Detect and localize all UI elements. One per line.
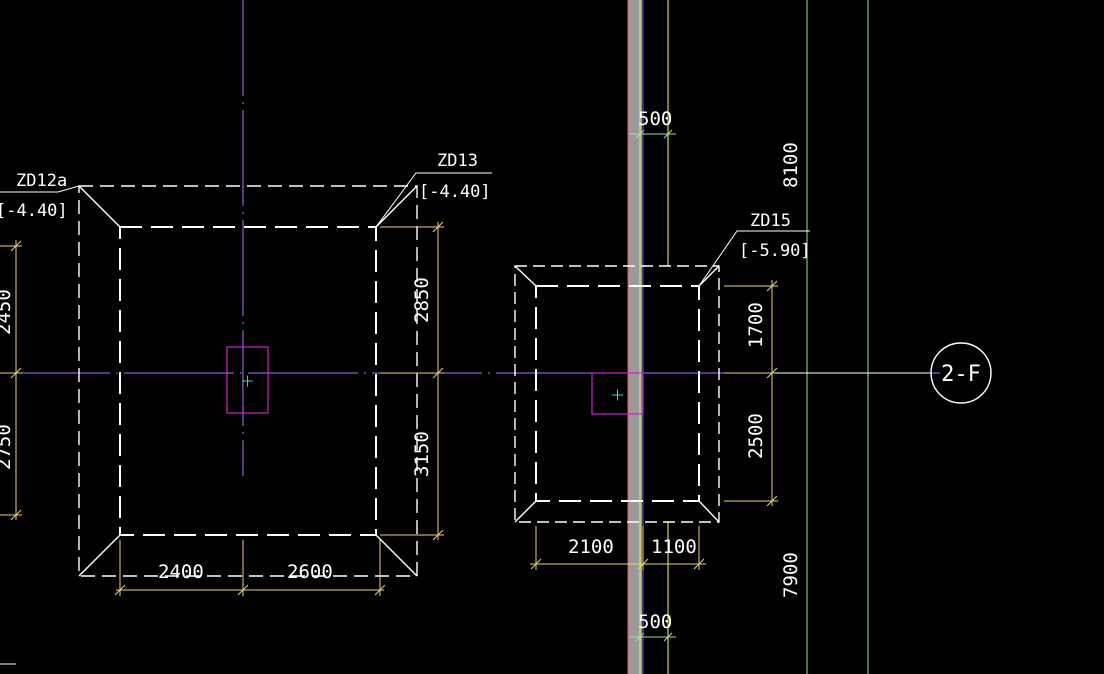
zd15-chamfer-tl — [514, 265, 537, 287]
zd13-tag-elevation: [-4.40] — [419, 182, 491, 202]
zd12a-tag-elevation: [-4.40] — [0, 201, 68, 221]
foundation-zd13[interactable] — [78, 185, 418, 577]
zd12a-tag-label: ZD12a — [16, 171, 67, 191]
zd13-chamfer-tr — [375, 185, 418, 228]
wall-dim-500-top: 500 — [638, 108, 672, 130]
foundation-zd15[interactable] — [514, 265, 720, 523]
zd15-column[interactable] — [591, 372, 643, 415]
wall-dim-top — [630, 129, 676, 139]
zd12a-dim-2750: 2750 — [0, 424, 15, 470]
axis-bubble-label: 2-F — [941, 362, 981, 387]
zd12a-right-dimension — [0, 240, 22, 521]
zd13-column-center-mark — [242, 375, 253, 387]
zd15-tag-elevation: [-5.90] — [739, 241, 811, 261]
zd15-dim-1700: 1700 — [745, 302, 767, 348]
concrete-wall — [627, 0, 644, 674]
zd15-column-center-mark — [612, 389, 623, 401]
span-dim-8100: 8100 — [780, 142, 802, 188]
span-dim-7900: 7900 — [780, 552, 802, 598]
vertical-reference-lines — [667, 0, 869, 674]
zd15-right-dimension — [724, 280, 778, 507]
zd15-bottom-dimension — [530, 526, 706, 570]
wall-dim-500-bottom: 500 — [638, 611, 672, 633]
zd15-tag-label: ZD15 — [750, 211, 791, 231]
wall-fill — [628, 0, 642, 674]
zd13-inner-outline — [119, 226, 377, 536]
zd13-chamfer-bl — [78, 534, 121, 577]
zd15-chamfer-tr — [698, 265, 720, 287]
zd15-dim-2500: 2500 — [745, 413, 767, 459]
zd13-dim-2850: 2850 — [411, 277, 433, 323]
zd13-dim-2600: 2600 — [287, 561, 333, 583]
zd12a-dim-2450: 2450 — [0, 289, 15, 335]
zd13-dim-3150: 3150 — [411, 431, 433, 477]
zd15-outer-outline — [514, 265, 720, 523]
zd13-dim-2400: 2400 — [158, 561, 204, 583]
zd15-leader — [698, 230, 810, 287]
zd13-column[interactable] — [226, 346, 269, 414]
zd13-leader — [375, 172, 492, 228]
zd12a-leader — [0, 185, 80, 193]
wall-dim-bottom — [630, 632, 676, 642]
zd13-right-dimension — [380, 221, 444, 541]
zd13-bottom-dimension — [114, 540, 386, 596]
axis-bubble-circle — [930, 342, 992, 404]
zd15-dim-2100: 2100 — [568, 536, 614, 558]
zd15-chamfer-bl — [514, 500, 537, 523]
zd13-chamfer-br — [375, 534, 418, 577]
zd13-tag-label: ZD13 — [437, 151, 478, 171]
zd13-outer-outline — [78, 185, 418, 577]
zd15-dim-1100: 1100 — [651, 536, 697, 558]
zd15-inner-outline — [535, 285, 700, 502]
axis-bubble-2f[interactable]: 2-F — [775, 342, 992, 404]
zd15-chamfer-br — [698, 500, 720, 523]
zd13-chamfer-tl — [78, 185, 121, 228]
